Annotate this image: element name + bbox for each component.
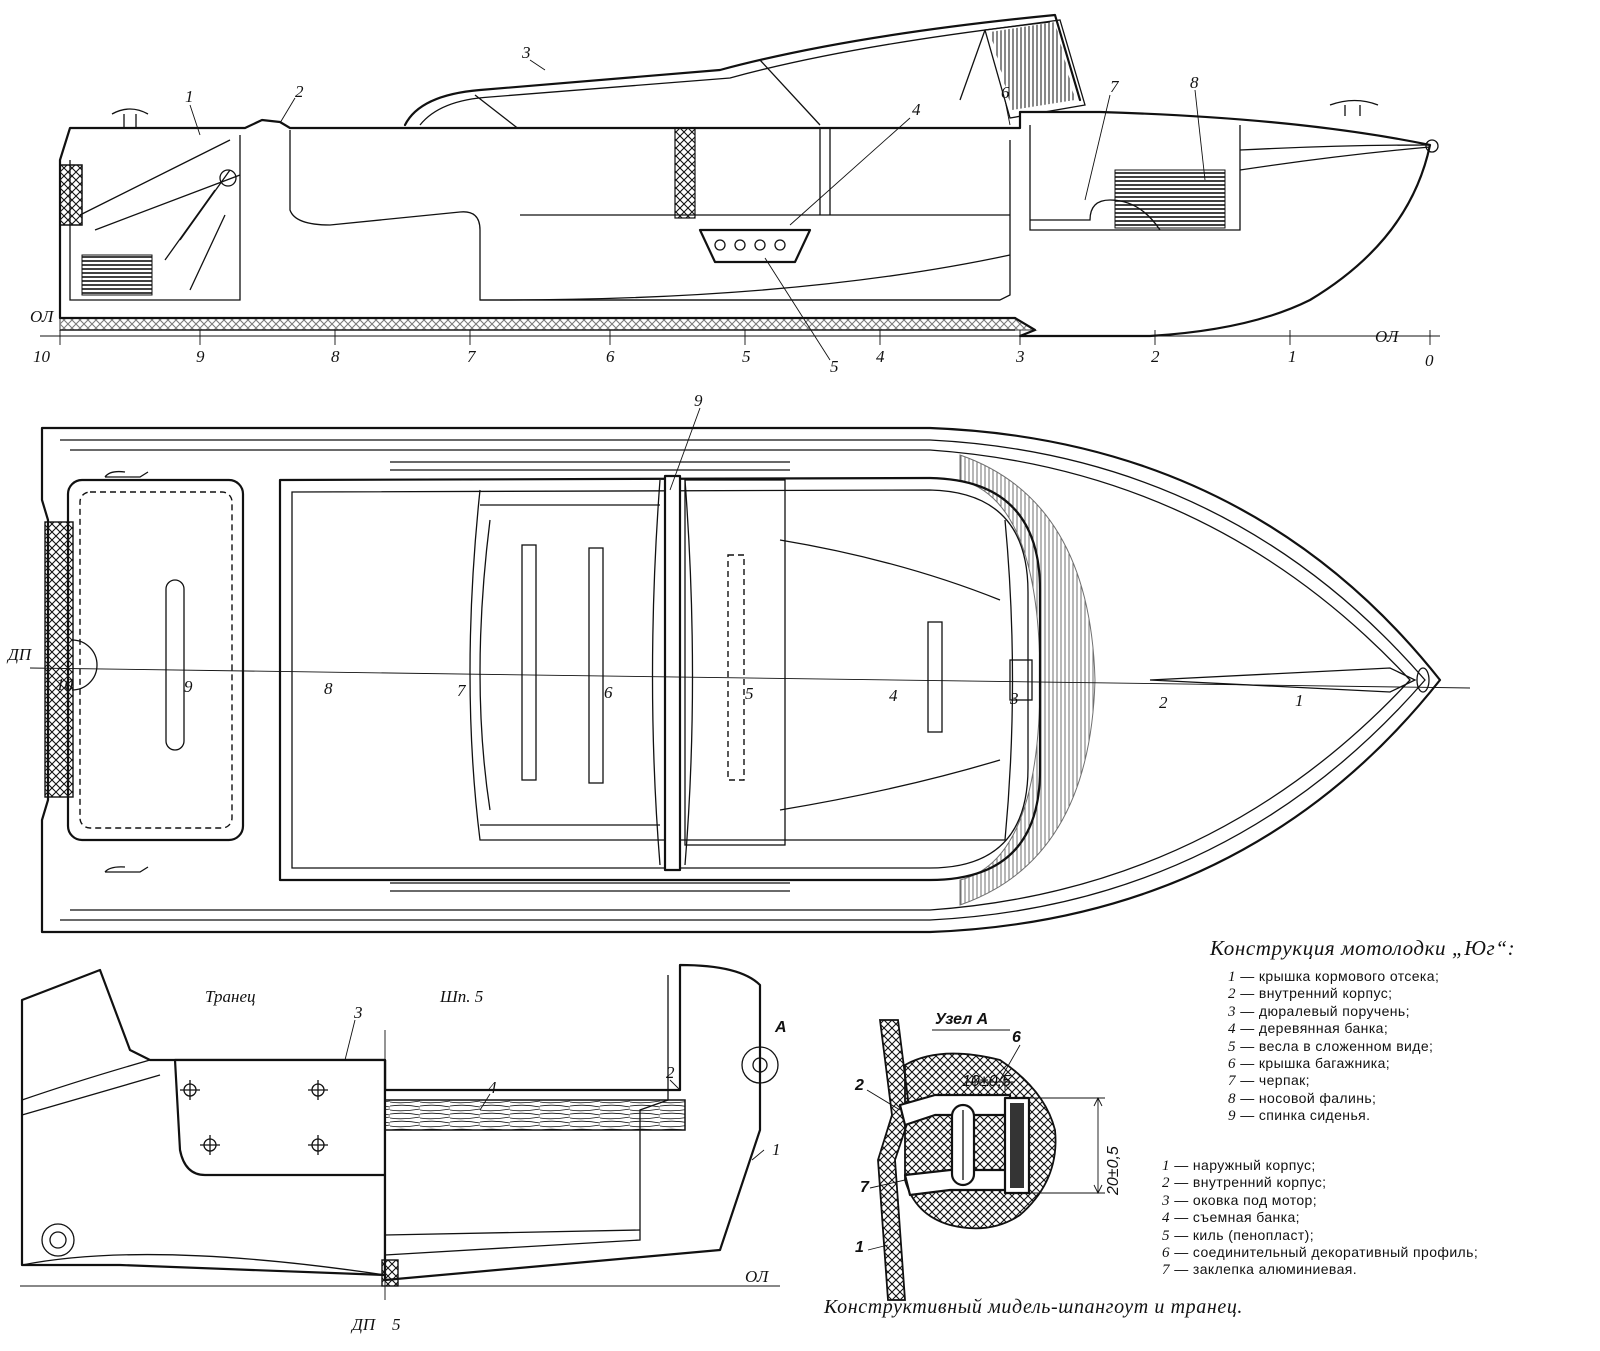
plan-station-9: 9 xyxy=(184,677,193,696)
side-baseline-label-left: ОЛ xyxy=(30,307,55,326)
transom-label: Транец xyxy=(205,987,256,1006)
legend-section-item: 2 — внутренний корпус; xyxy=(1162,1174,1327,1192)
side-station-5: 5 xyxy=(742,347,751,366)
legend-section-item: 1 — наружный корпус; xyxy=(1162,1157,1316,1174)
node-callout-1: 1 xyxy=(855,1239,864,1256)
figure-title: Конструкция мотолодки „Юг“: xyxy=(1210,936,1516,960)
side-station-2: 2 xyxy=(1151,347,1160,366)
node-a-view: Узел А 10±0,5 20±0,5 2 6 7 1 xyxy=(854,1011,1122,1301)
plan-station-1: 1 xyxy=(1295,691,1304,710)
side-view: ОЛ ОЛ 1 2 3 4 5 6 7 8 10 9 8 7 6 5 4 3 2… xyxy=(30,13,1440,376)
side-callout-1: 1 xyxy=(185,87,194,106)
legend-section-item: 6 — соединительный декоративный профиль; xyxy=(1162,1244,1479,1262)
seat-back xyxy=(663,474,682,872)
side-station-0: 0 xyxy=(1425,351,1434,370)
outer-hull-plate xyxy=(877,1019,911,1301)
legend-section-item: 3 — оковка под мотор; xyxy=(1162,1191,1318,1209)
side-station-8: 8 xyxy=(331,347,340,366)
side-callout-6: 6 xyxy=(1001,83,1010,102)
side-station-7: 7 xyxy=(467,347,477,366)
legend-main: 1 — крышка кормового отсека; 2 — внутрен… xyxy=(1228,968,1439,1125)
dim-width: 10±0,5 xyxy=(962,1073,1011,1090)
side-callout-5: 5 xyxy=(830,357,839,376)
section-title: Конструктивный мидель-шпангоут и транец. xyxy=(824,1296,1244,1318)
side-callout-4: 4 xyxy=(912,100,921,119)
side-stations: 10 9 8 7 6 5 4 3 2 1 0 xyxy=(33,347,1434,370)
legend-main-item: 6 — крышка багажника; xyxy=(1228,1055,1391,1073)
transom-bolts xyxy=(180,1080,328,1155)
section-baseline-label: ОЛ xyxy=(745,1267,770,1286)
side-baseline-label-right: ОЛ xyxy=(1375,327,1400,346)
plan-centerline xyxy=(29,667,1471,689)
legend-main-item: 3 — дюралевый поручень; xyxy=(1228,1002,1410,1020)
node-callout-2: 2 xyxy=(854,1077,864,1094)
plan-station-5: 5 xyxy=(745,684,754,703)
legend-main-item: 2 — внутренний корпус; xyxy=(1228,985,1393,1003)
section-callout-3: 3 xyxy=(353,1003,363,1022)
side-callout-8: 8 xyxy=(1190,73,1199,92)
legend-main-item: 8 — носовой фалинь; xyxy=(1228,1089,1377,1107)
side-station-10: 10 xyxy=(33,347,51,366)
node-title: Узел А xyxy=(935,1011,988,1028)
legend-section-item: 7 — заклепка алюминиевая. xyxy=(1162,1261,1358,1279)
legend-main-item: 7 — черпак; xyxy=(1228,1072,1310,1090)
side-callout-3: 3 xyxy=(521,43,531,62)
legend-section-item: 5 — киль (пенопласт); xyxy=(1162,1226,1315,1244)
plan-station-4: 4 xyxy=(889,686,898,705)
plan-hull-outline xyxy=(40,426,1442,934)
section-callout-4: 4 xyxy=(488,1078,497,1097)
inner-hull xyxy=(289,130,1011,301)
section-view: Транец Шп. 5 А ОЛ ДП 1 2 3 4 5 xyxy=(20,963,787,1334)
side-callout-7: 7 xyxy=(1110,77,1120,96)
plan-centerline-label: ДП xyxy=(6,645,33,664)
legend-section: 1 — наружный корпус; 2 — внутренний корп… xyxy=(1162,1157,1478,1279)
side-callout-2: 2 xyxy=(295,82,304,101)
side-station-4: 4 xyxy=(876,347,885,366)
node-callout-6: 6 xyxy=(1012,1029,1021,1046)
legend-main-item: 5 — весла в сложенном виде; xyxy=(1228,1037,1434,1055)
section-callout-5: 5 xyxy=(392,1315,401,1334)
node-ref-label: А xyxy=(774,1019,787,1036)
side-station-1: 1 xyxy=(1288,347,1297,366)
legend-main-item: 9 — спинка сиденья. xyxy=(1228,1107,1371,1125)
plan-station-10: 10 xyxy=(56,675,74,694)
plan-callout-9: 9 xyxy=(694,391,703,410)
side-station-3: 3 xyxy=(1015,347,1025,366)
plan-view: ДП 9 10 9 8 7 6 5 4 3 2 1 xyxy=(6,391,1471,934)
side-station-9: 9 xyxy=(196,347,205,366)
legend-main-item: 4 — деревянная банка; xyxy=(1228,1020,1389,1038)
legend-main-item: 1 — крышка кормового отсека; xyxy=(1228,968,1440,985)
plan-station-6: 6 xyxy=(604,683,613,702)
node-callout-7: 7 xyxy=(860,1179,870,1196)
section-centerline-label: ДП xyxy=(350,1315,377,1334)
frame-label: Шп. 5 xyxy=(439,987,483,1006)
side-station-ticks xyxy=(59,330,1431,345)
plan-station-7: 7 xyxy=(457,681,467,700)
legend-section-item: 4 — съемная банка; xyxy=(1162,1209,1300,1227)
windshield-frame xyxy=(403,13,1082,127)
side-station-6: 6 xyxy=(606,347,615,366)
plan-station-8: 8 xyxy=(324,679,333,698)
section-callout-2: 2 xyxy=(666,1063,675,1082)
plan-station-2: 2 xyxy=(1159,693,1168,712)
dim-height: 20±0,5 xyxy=(1105,1146,1122,1196)
section-callout-1: 1 xyxy=(772,1140,781,1159)
side-hull xyxy=(58,110,1432,338)
plan-stations: 10 9 8 7 6 5 4 3 2 1 xyxy=(56,675,1304,712)
plan-station-3: 3 xyxy=(1009,689,1019,708)
